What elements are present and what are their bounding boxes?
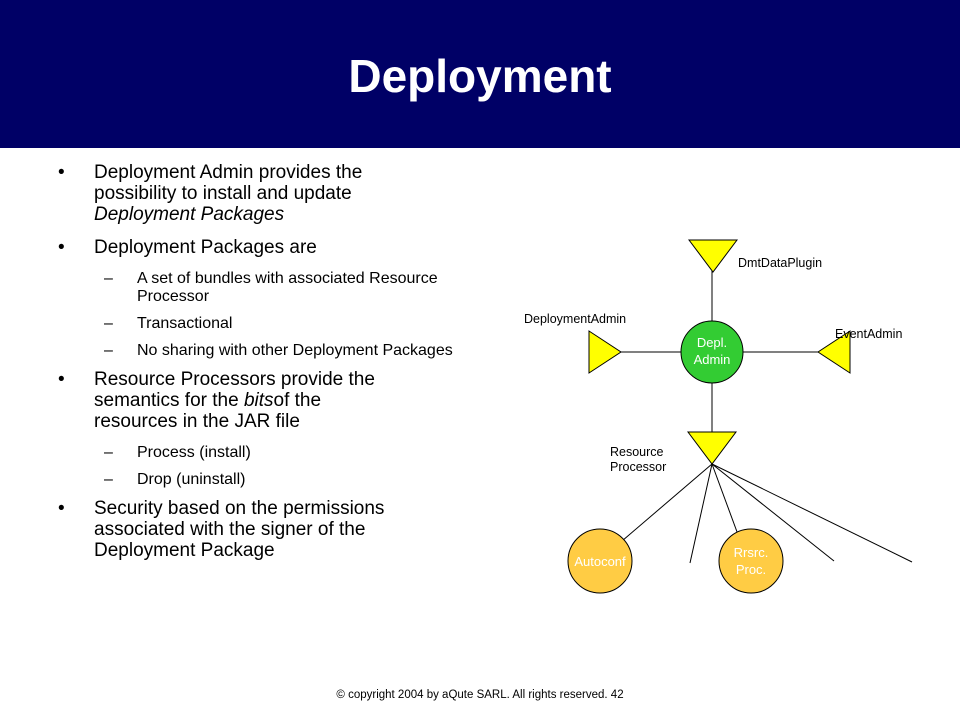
node-label-line: Admin bbox=[693, 352, 731, 367]
sub-bullet-text: Process (install) bbox=[137, 444, 251, 461]
copyright-footer: © copyright 2004 by aQute SARL. All righ… bbox=[336, 689, 624, 701]
event-admin-connector bbox=[817, 330, 851, 374]
bullet-line: Deployment Packages are bbox=[94, 237, 317, 258]
bullet-text-part: of the bbox=[273, 390, 322, 411]
dmt-data-plugin-connector bbox=[688, 239, 738, 273]
fanout-line bbox=[689, 463, 713, 564]
deployment-admin-label: DeploymentAdmin bbox=[524, 312, 627, 326]
bullet-line: associated with the signer of the bbox=[94, 519, 366, 540]
bullet-item: • Resource Processors provide the semant… bbox=[58, 369, 478, 432]
sub-bullet-text: Drop (uninstall) bbox=[137, 471, 246, 488]
bullet-text-italic: bits bbox=[243, 390, 274, 411]
bullet-mark: • bbox=[58, 162, 65, 183]
bullet-line: Resource Processors provide the bbox=[94, 369, 375, 390]
fanout-line bbox=[711, 463, 741, 541]
resource-processor-connector bbox=[687, 431, 737, 465]
label-line: Processor bbox=[610, 460, 667, 474]
bullet-line: possibility to install and update bbox=[94, 183, 352, 204]
event-admin-label: EventAdmin bbox=[835, 327, 903, 341]
fanout-line bbox=[711, 463, 835, 562]
sub-bullet-item: – A set of bundles with associated Resou… bbox=[58, 270, 478, 306]
sub-bullet-item: – No sharing with other Deployment Packa… bbox=[58, 342, 478, 360]
slide-title: Deployment bbox=[348, 50, 612, 102]
depl-admin-node bbox=[680, 320, 744, 384]
bullet-line: Deployment Admin provides the bbox=[94, 162, 363, 183]
fanout-line bbox=[711, 463, 913, 563]
bullet-mark: • bbox=[58, 369, 65, 390]
sub-bullet-mark: – bbox=[104, 315, 113, 332]
sub-bullet-mark: – bbox=[104, 471, 113, 488]
node-label-line: Depl. bbox=[696, 335, 728, 350]
sub-bullet-item: – Drop (uninstall) bbox=[58, 471, 478, 489]
sub-bullet-mark: – bbox=[104, 270, 113, 287]
dmt-data-plugin-label: DmtDataPlugin bbox=[738, 256, 823, 270]
sub-bullet-mark: – bbox=[104, 342, 113, 359]
sub-bullet-text: A set of bundles with associated Resourc… bbox=[137, 270, 438, 305]
bullet-item: • Deployment Packages are bbox=[58, 237, 478, 258]
rrsrc-proc-node-label: Rrsrc. Proc. bbox=[711, 544, 791, 578]
bullet-line: resources in the JAR file bbox=[94, 411, 300, 432]
node-label-line: Proc. bbox=[735, 562, 767, 577]
deployment-admin-connector bbox=[588, 330, 622, 374]
bullet-item: • Security based on the permissions asso… bbox=[58, 498, 478, 561]
sub-bullet-item: – Process (install) bbox=[58, 444, 478, 462]
bullet-line: Security based on the permissions bbox=[94, 498, 385, 519]
depl-admin-node-label: Depl. Admin bbox=[672, 334, 752, 368]
bullet-line-italic: Deployment Packages bbox=[94, 204, 285, 225]
sub-bullet-text: Transactional bbox=[137, 315, 233, 332]
sub-bullet-mark: – bbox=[104, 444, 113, 461]
fanout-line bbox=[621, 463, 713, 542]
bullet-line: Deployment Package bbox=[94, 540, 275, 561]
label-line: Resource bbox=[610, 445, 664, 459]
autoconf-node bbox=[567, 528, 633, 594]
bullet-mark: • bbox=[58, 498, 65, 519]
rrsrc-proc-node bbox=[718, 528, 784, 594]
bullet-mark: • bbox=[58, 237, 65, 258]
bullet-list: • Deployment Admin provides the possibil… bbox=[58, 162, 478, 573]
resource-processor-label: Resource Processor bbox=[610, 445, 666, 475]
bullet-line: semantics for the bitsof the bbox=[94, 390, 478, 411]
bullet-text-part: semantics for the bbox=[94, 390, 244, 411]
autoconf-node-label: Autoconf bbox=[574, 554, 626, 569]
sub-bullet-item: – Transactional bbox=[58, 315, 478, 333]
sub-bullet-text: No sharing with other Deployment Package… bbox=[137, 342, 453, 359]
node-label-line: Rrsrc. bbox=[733, 545, 769, 560]
title-bar bbox=[0, 0, 960, 148]
bullet-item: • Deployment Admin provides the possibil… bbox=[58, 162, 478, 225]
